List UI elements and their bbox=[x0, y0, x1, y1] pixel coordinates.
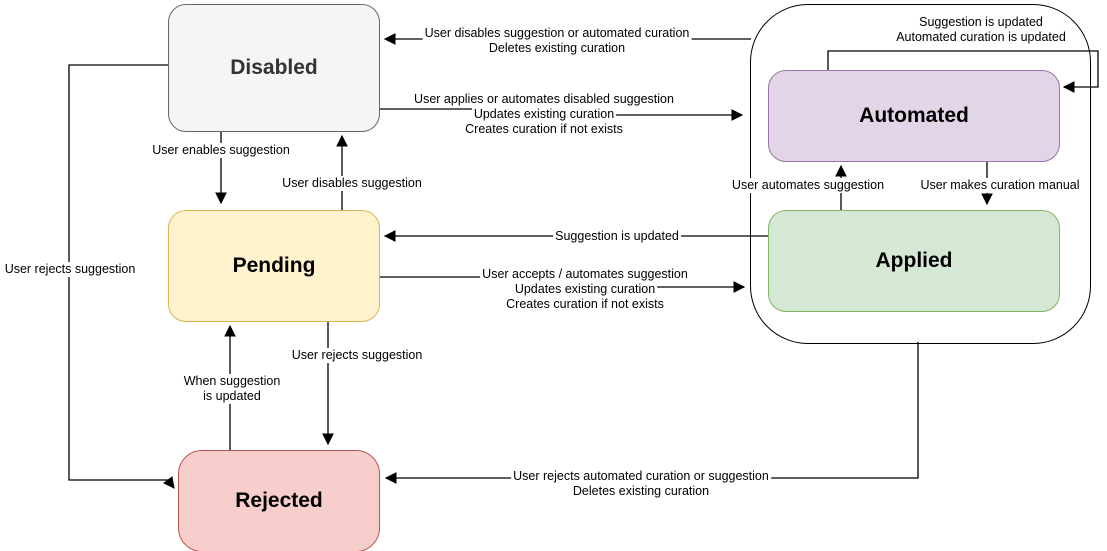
label-group-to-disabled: User disables suggestion or automated cu… bbox=[422, 26, 692, 56]
label-group-to-rejected: User rejects automated curation or sugge… bbox=[511, 469, 771, 499]
arrow-automated-self-loop bbox=[827, 50, 1099, 93]
state-pending: Pending bbox=[168, 210, 380, 322]
label-disabled-to-group: User applies or automates disabled sugge… bbox=[412, 92, 676, 137]
state-rejected: Rejected bbox=[178, 450, 380, 551]
state-rejected-label: Rejected bbox=[235, 489, 323, 512]
label-rejected-to-pending: When suggestion is updated bbox=[181, 374, 283, 404]
label-pending-to-rejected: User rejects suggestion bbox=[289, 348, 425, 363]
arrow-group-to-rejected bbox=[384, 342, 919, 484]
label-automated-to-applied: User makes curation manual bbox=[918, 178, 1082, 193]
state-disabled-label: Disabled bbox=[230, 56, 318, 79]
label-applied-to-automated: User automates suggestion bbox=[729, 178, 887, 193]
label-disabled-to-pending: User enables suggestion bbox=[150, 143, 292, 158]
label-pending-to-disabled: User disables suggestion bbox=[280, 176, 424, 191]
label-applied-to-pending: Suggestion is updated bbox=[553, 229, 681, 244]
state-disabled: Disabled bbox=[168, 4, 380, 132]
label-disabled-to-rejected: User rejects suggestion bbox=[2, 262, 138, 277]
arrow-disabled-to-rejected bbox=[68, 64, 175, 489]
state-applied-label: Applied bbox=[875, 249, 953, 272]
label-pending-to-group: User accepts / automates suggestion Upda… bbox=[480, 267, 690, 312]
state-applied: Applied bbox=[768, 210, 1060, 312]
curated-states-group-frame bbox=[750, 4, 1091, 344]
state-pending-label: Pending bbox=[232, 254, 316, 277]
state-automated-label: Automated bbox=[859, 104, 969, 127]
state-automated: Automated bbox=[768, 70, 1060, 162]
label-automated-self-loop: Suggestion is updated Automated curation… bbox=[894, 15, 1068, 45]
